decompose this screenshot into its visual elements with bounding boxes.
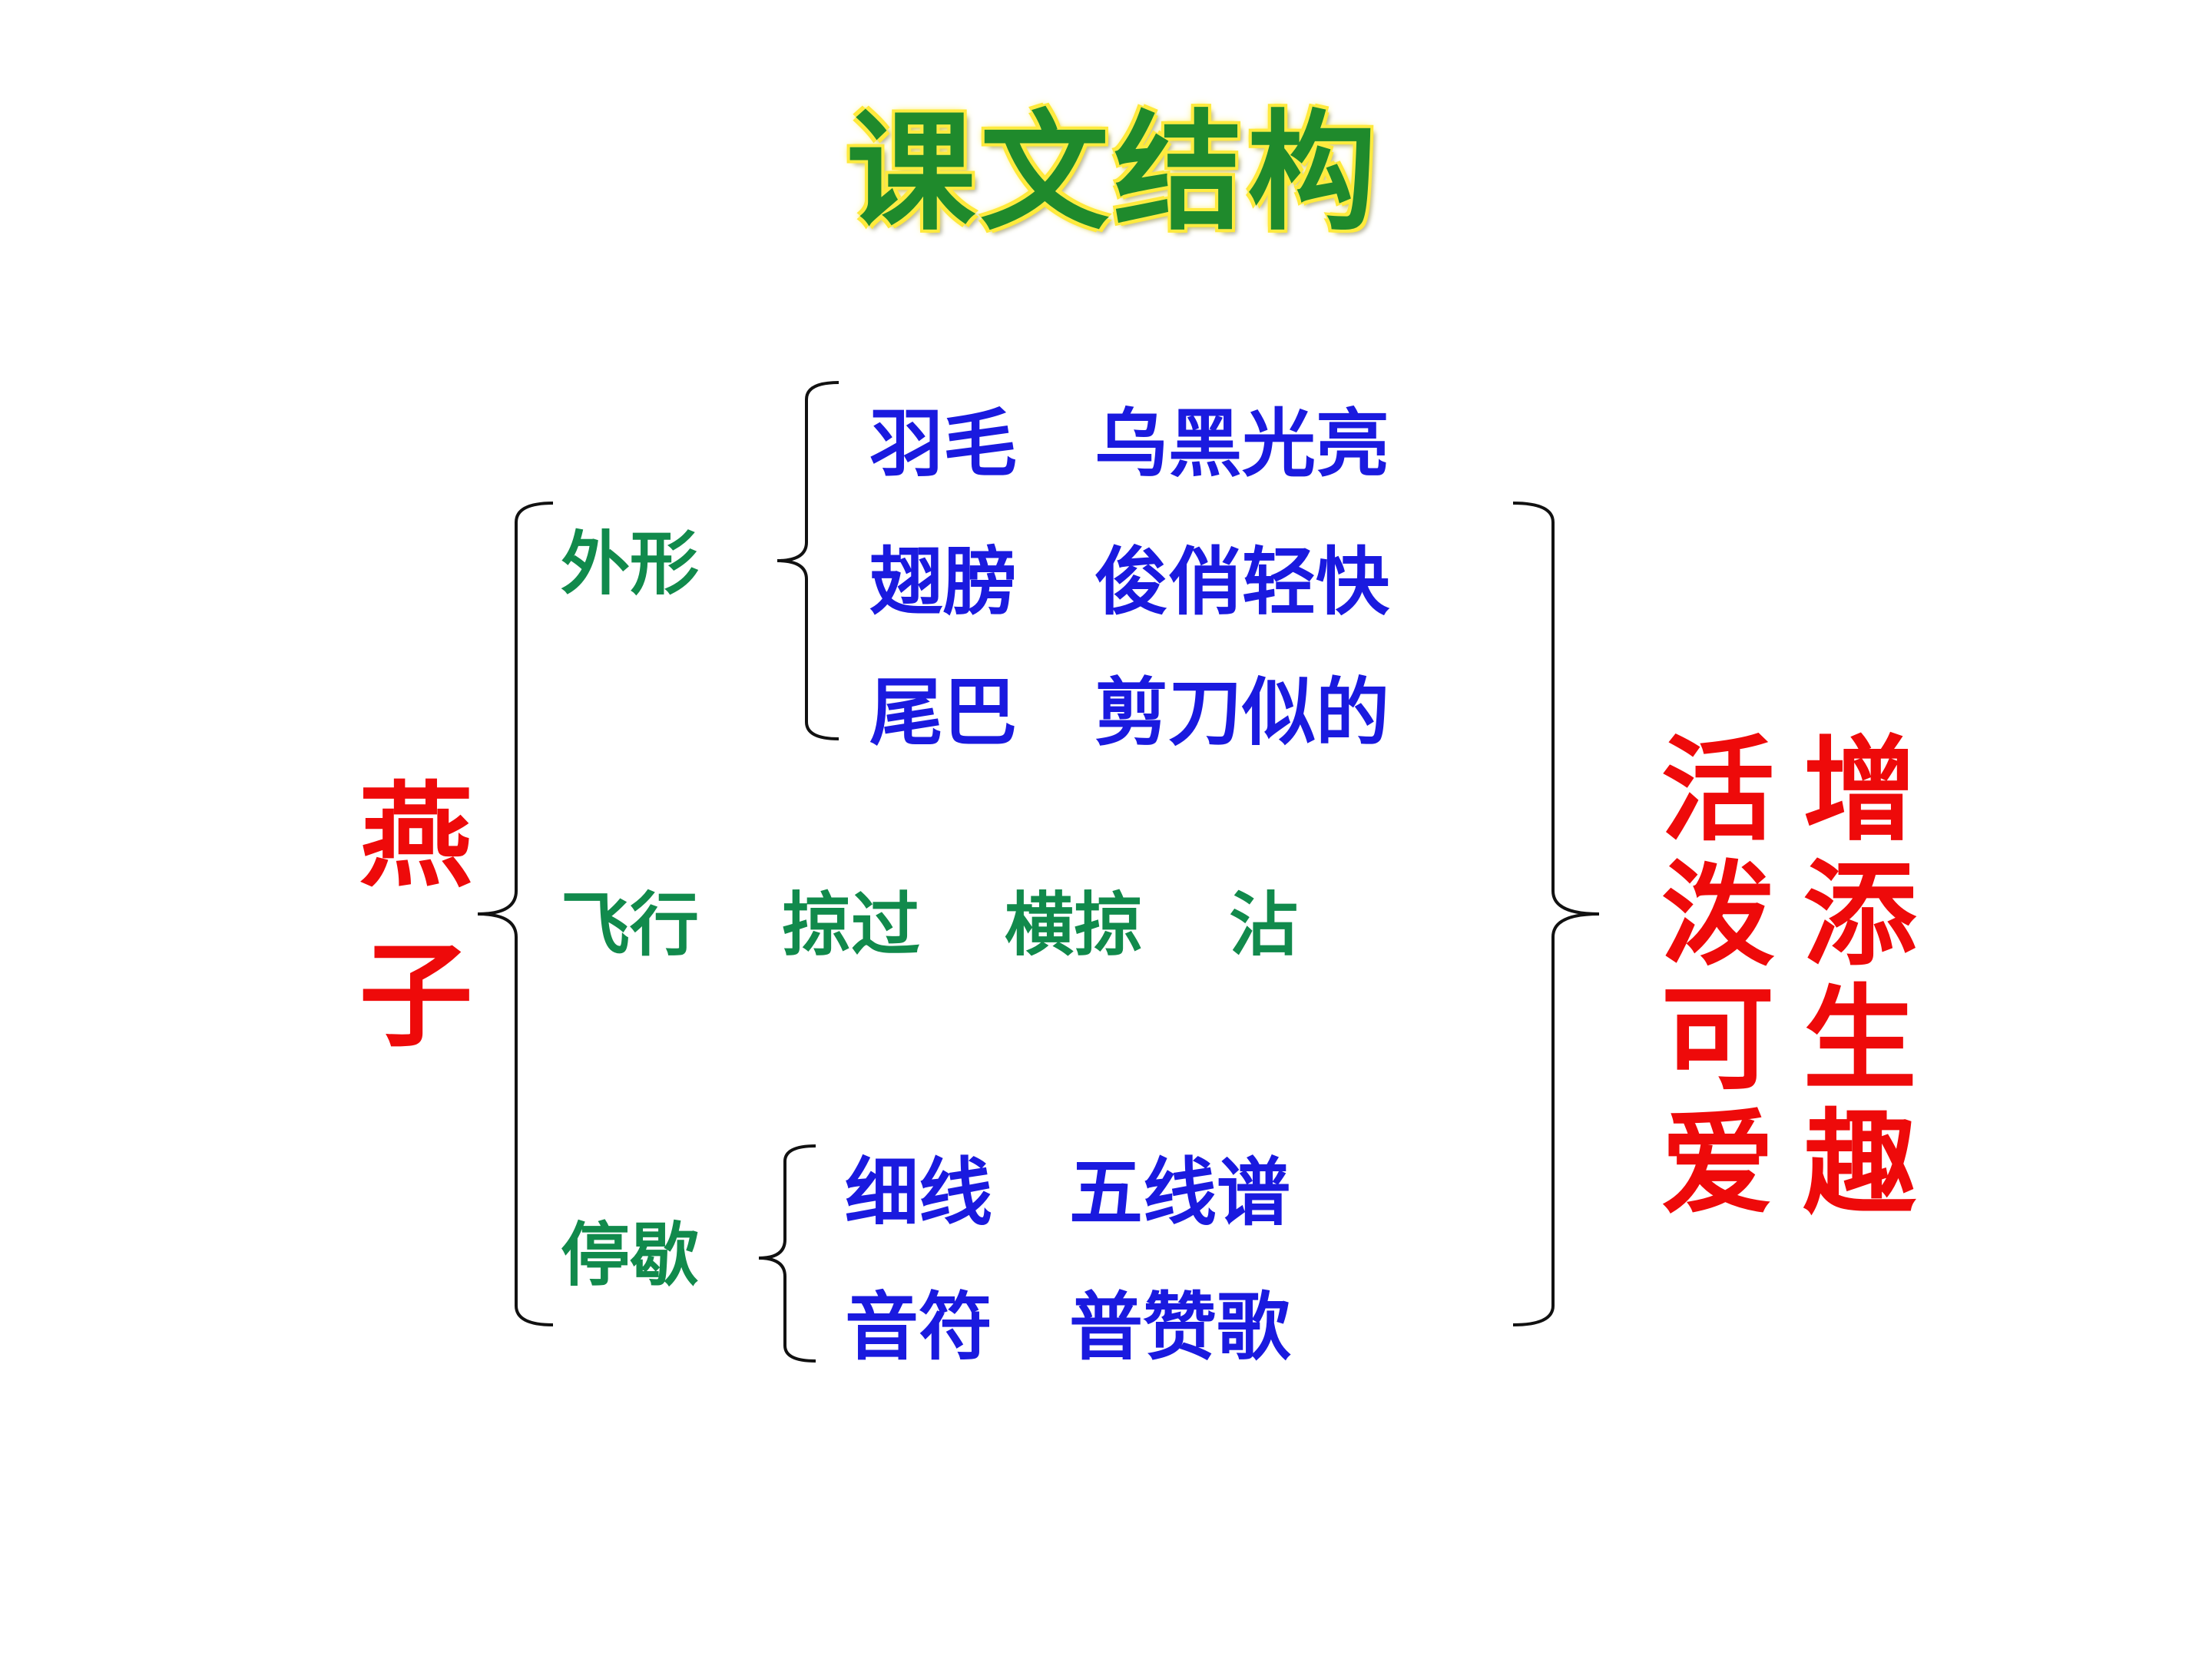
rest-brace (758, 1144, 816, 1363)
appearance-desc-1: 乌黑光亮 (1094, 401, 1389, 487)
right-brace (1512, 502, 1600, 1326)
summary-column-2: 增添生趣 (1783, 730, 1917, 1227)
subject-label: 燕子 (339, 776, 473, 1095)
appearance-desc-3: 剪刀似的 (1094, 670, 1389, 756)
appearance-label: 外形 (561, 524, 699, 604)
rest-desc-2: 普赞歌 (1069, 1284, 1290, 1370)
flight-word-1: 掠过 (782, 885, 920, 965)
appearance-part-2: 翅膀 (869, 539, 1017, 625)
flight-word-3: 沾 (1229, 885, 1298, 965)
flight-label: 飞行 (561, 885, 699, 965)
appearance-desc-2: 俊俏轻快 (1094, 539, 1389, 625)
rest-label: 停歇 (561, 1215, 699, 1296)
appearance-part-3: 尾巴 (869, 670, 1017, 756)
slide-title: 课文结构 (846, 97, 1381, 248)
flight-word-2: 横掠 (1005, 885, 1143, 965)
rest-part-1: 细线 (845, 1150, 992, 1236)
summary-column-1: 活泼可爱 (1641, 730, 1775, 1227)
appearance-part-1: 羽毛 (869, 401, 1017, 487)
rest-desc-1: 五线谱 (1069, 1150, 1290, 1236)
main-left-brace (477, 502, 554, 1326)
rest-part-2: 音符 (845, 1284, 992, 1370)
appearance-brace (777, 381, 839, 740)
